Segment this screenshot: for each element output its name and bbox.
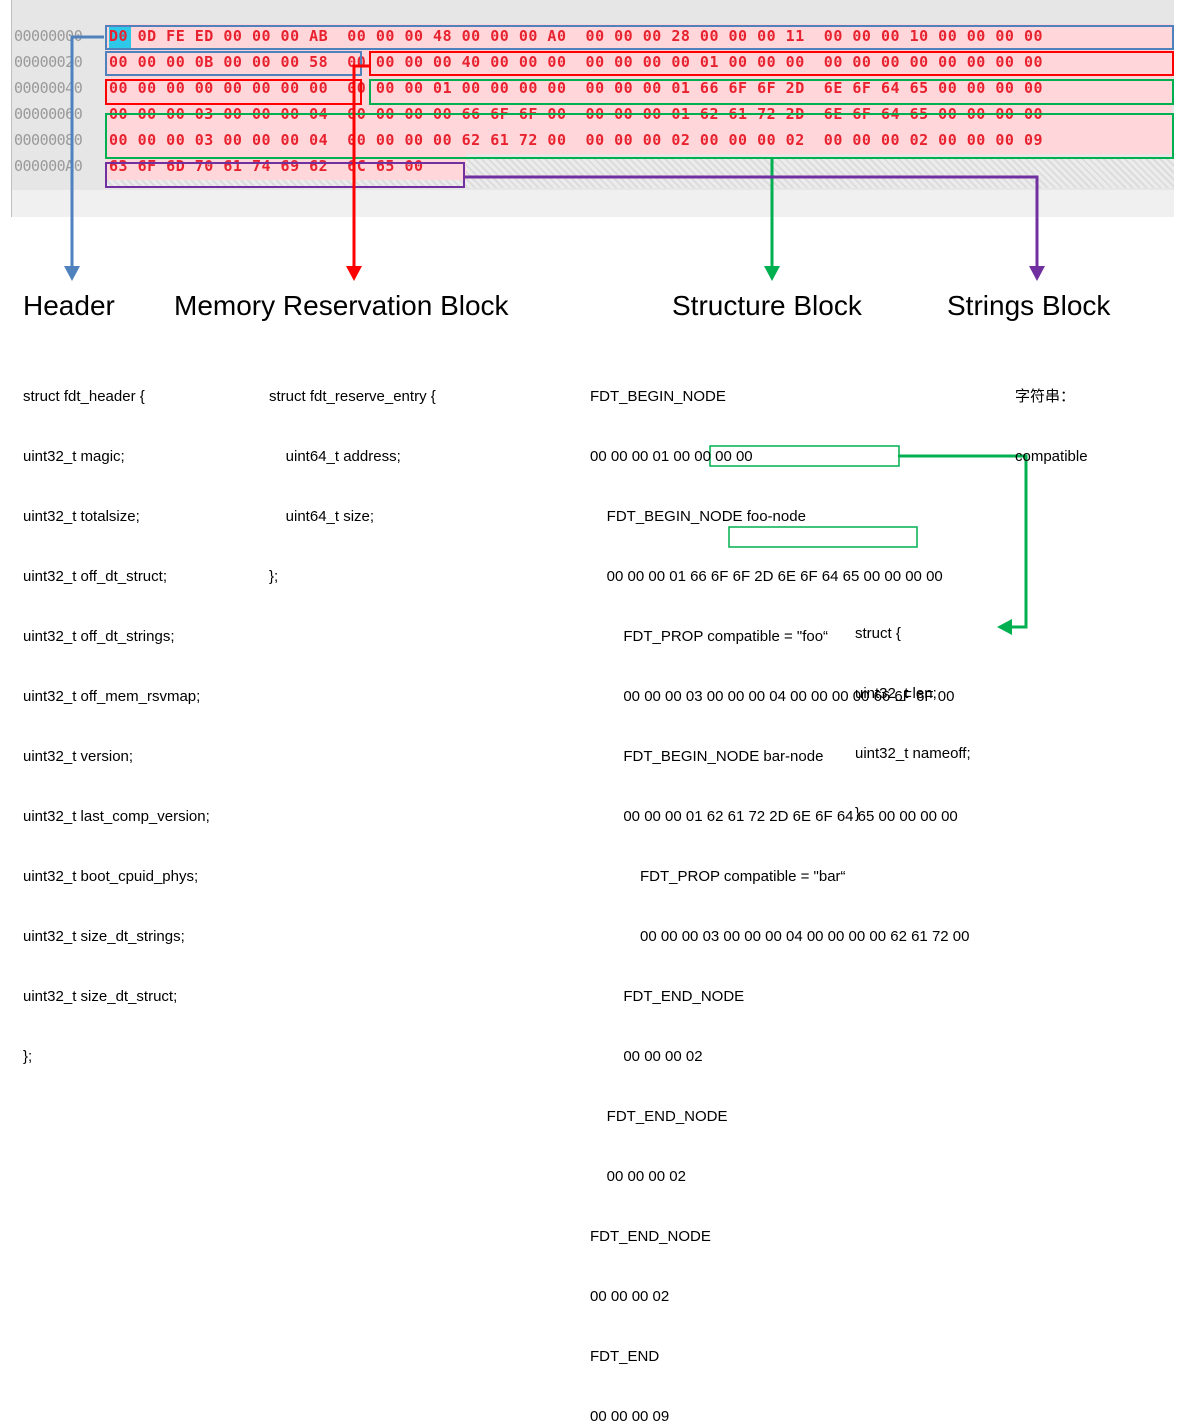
code-line: struct fdt_header {	[23, 388, 145, 405]
code-line: struct {	[855, 625, 901, 642]
code-line: FDT_BEGIN_NODE	[590, 388, 726, 405]
hex-offset: 00000000	[14, 27, 83, 45]
title-strings-block: Strings Block	[947, 290, 1111, 321]
code-line: uint32_t last_comp_version;	[23, 808, 210, 825]
hex-row: 00000080 00 00 00 03 00 00 00 04 00 00 0…	[12, 128, 1174, 154]
hex-footer	[12, 190, 1174, 217]
code-line: FDT_END	[590, 1348, 660, 1365]
hex-bytes: 00 00 00 00 00 00 00 00 00 00 00 01 00 0…	[109, 79, 1044, 97]
row-bg	[106, 128, 1172, 154]
structure-region-box	[369, 79, 1174, 105]
code-line: uint32_t version;	[23, 748, 134, 765]
hex-bytes: 00 00 00 03 00 00 00 04 00 00 00 00 62 6…	[109, 131, 1044, 149]
strings-region-box	[105, 162, 465, 188]
code-line: FDT_END_NODE	[590, 988, 745, 1005]
title-structure-block: Structure Block	[672, 290, 862, 321]
code-line: uint32_t size_dt_struct;	[23, 988, 178, 1005]
header-region-box	[105, 25, 1174, 50]
hex-offset: 00000040	[14, 79, 83, 97]
code-line: 00 00 00 03 00 00 00 04 00 00 00 00 62 6…	[590, 928, 970, 945]
hex-bytes: 63 6F 6D 70 61 74 69 62 6C 65 00	[109, 157, 424, 175]
reserve-struct-code: struct fdt_reserve_entry { uint64_t addr…	[269, 347, 436, 607]
code-line: uint32_t len;	[855, 685, 937, 702]
code-line: uint32_t off_mem_rsvmap;	[23, 688, 201, 705]
code-line: uint32_t totalsize;	[23, 508, 140, 525]
code-line: 00 00 00 01 00 00 00 00	[590, 448, 753, 465]
memory-region-box-row3	[105, 79, 362, 105]
strings-arrow	[465, 175, 1039, 275]
cursor-highlight	[109, 25, 131, 49]
hex-row: 000000A0 63 6F 6D 70 61 74 69 62 6C 65 0…	[12, 154, 1174, 180]
hex-offset: 00000020	[14, 53, 83, 71]
header-struct-code: struct fdt_header { uint32_t magic; uint…	[23, 347, 210, 1087]
hex-bytes: 00 00 00 0B 00 00 00 58 00 00 00 00 40 0…	[109, 53, 1044, 71]
code-line: };	[23, 1048, 33, 1065]
code-line: uint32_t off_dt_struct;	[23, 568, 167, 585]
code-line: 00 00 00 02	[590, 1288, 670, 1305]
structure-block-code: FDT_BEGIN_NODE 00 00 00 01 00 00 00 00 F…	[590, 347, 969, 1426]
row-bg	[106, 24, 1172, 50]
code-line: 00 00 00 02	[590, 1048, 703, 1065]
title-header: Header	[23, 290, 115, 321]
code-line: compatible	[1015, 448, 1088, 465]
code-line: FDT_PROP compatible = "foo“	[590, 628, 829, 645]
code-line: 字符串：	[1015, 388, 1076, 405]
code-line: FDT_PROP compatible = "bar“	[590, 868, 846, 885]
strings-block-text: 字符串： compatible	[1015, 347, 1088, 487]
code-line: uint32_t nameoff;	[855, 745, 971, 762]
code-line: 00 00 00 01 66 6F 6F 2D 6E 6F 64 65 00 0…	[590, 568, 943, 585]
hex-row: 00000020 00 00 00 0B 00 00 00 58 00 00 0…	[12, 50, 1174, 76]
structure-region-box-main	[105, 113, 1174, 159]
hex-offset: 00000060	[14, 105, 83, 123]
memory-arrow	[352, 64, 369, 275]
code-line: }	[855, 805, 861, 822]
prop-struct-code: struct { uint32_t len; uint32_t nameoff;…	[855, 584, 971, 844]
code-line: uint32_t magic;	[23, 448, 125, 465]
hex-row: 00000040 00 00 00 00 00 00 00 00 00 00 0…	[12, 76, 1174, 102]
memory-region-box	[369, 51, 1174, 76]
code-line: uint32_t boot_cpuid_phys;	[23, 868, 199, 885]
hex-bytes: D0 0D FE ED 00 00 00 AB 00 00 00 48 00 0…	[109, 27, 1044, 45]
code-line: uint32_t off_dt_strings;	[23, 628, 175, 645]
code-line: FDT_BEGIN_NODE foo-node	[590, 508, 806, 525]
prop-arrow	[898, 454, 1028, 629]
row-bg	[106, 50, 1172, 76]
code-line: uint64_t size;	[269, 508, 375, 525]
prop-box-bar	[728, 526, 918, 548]
hex-row: 00000000 D0 0D FE ED 00 00 00 AB 00 00 0…	[12, 24, 1174, 50]
code-line: uint32_t size_dt_strings;	[23, 928, 185, 945]
code-line: uint64_t address;	[269, 448, 401, 465]
hex-offset: 00000080	[14, 131, 83, 149]
arrows-layer	[64, 35, 1045, 635]
code-line: FDT_END_NODE	[590, 1228, 711, 1245]
code-line: 00 00 00 09	[590, 1408, 670, 1425]
code-line: struct fdt_reserve_entry {	[269, 388, 436, 405]
title-memory-reservation: Memory Reservation Block	[174, 290, 509, 321]
header-region-box-row2	[105, 51, 362, 76]
prop-box-foo	[709, 445, 900, 467]
header-arrow	[70, 35, 104, 275]
row-bg	[106, 102, 1172, 128]
code-line: 00 00 00 02	[590, 1168, 686, 1185]
hex-offset: 000000A0	[14, 157, 83, 175]
code-line: 00 00 00 03 00 00 00 04 00 00 00 00 66 6…	[590, 688, 955, 705]
code-line: FDT_END_NODE	[590, 1108, 728, 1125]
code-line: };	[269, 568, 279, 585]
